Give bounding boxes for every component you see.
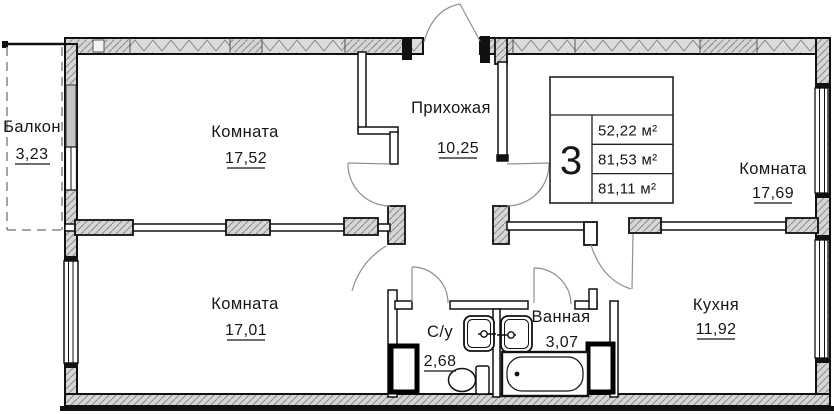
wc-bath-divider [492,308,501,398]
door-swings [347,3,634,305]
room-area: 11,92 [696,321,737,338]
room-top-left-label: Комната 17,52 [211,123,279,169]
balcony-dashed-outline [6,47,63,231]
fixtures [447,315,590,398]
hallway-left-wall [357,51,367,131]
room-area: 17,01 [225,322,267,339]
door-room-17-69 [506,162,550,207]
stamp-rooms-count: 3 [560,139,582,183]
room-label: Кухня [693,296,739,314]
door-kitchen [590,233,634,290]
hallway-right-pier [494,37,508,65]
bath-top-stub [588,288,598,310]
pier [74,219,134,236]
hallway-left-wall-low [389,131,399,165]
pier [225,219,271,236]
room-area: 10,25 [437,140,479,157]
entrance-door-arc [423,3,481,43]
wc-top-wall-a [394,300,413,310]
sink-bathroom [497,315,533,353]
room-label: С/у [427,323,453,341]
room-labels: Комната 17,52 Прихожая 10,25 Комната 17,… [211,99,807,372]
kitchen-label: Кухня 11,92 [693,296,739,340]
bathroom-label: Ванная 3,07 [532,308,591,353]
pier [785,217,819,234]
hallway-label: Прихожая 10,25 [411,99,491,159]
kitchen-door-stub [583,221,598,246]
wc-label: С/у 2,68 [424,323,457,372]
pier [628,217,662,234]
room-label: Комната [211,295,279,313]
room-label: Прихожая [411,99,491,117]
room-label: Комната [211,123,279,141]
mid-wall-right-a [506,221,585,231]
balcony-door [65,84,77,148]
stamp-area-total: 81,11 м² [598,181,656,198]
stamp-grid [550,114,673,203]
bottom-wall-band [60,406,834,411]
ventilation-shafts [388,341,616,395]
pier [343,217,379,236]
wc-top-wall-b [449,300,529,310]
stamp-area-living: 52,22 м² [598,123,657,140]
right-window-upper [814,83,830,198]
door-bathroom [533,267,572,305]
room-area: 2,68 [424,353,457,370]
interior-walls [64,37,819,398]
bottom-wall [64,393,831,407]
top-wall-right [479,37,831,55]
left-window-upper [64,146,78,191]
shaft-wc [388,343,420,395]
room-label: Комната [739,160,807,178]
shaft-kitchen [585,341,616,395]
door-room-17-52 [347,162,391,207]
room-right-label: Комната 17,69 [739,160,807,204]
stamp-area-main: 81,53 м² [598,152,657,169]
stamp-box: 3 52,22 м² 81,53 м² 81,11 м² [549,76,674,204]
room-label: Ванная [532,308,591,326]
balcony-zone: Балкон 3,23 [2,41,66,231]
room-area: 17,52 [225,150,267,167]
entrance-jamb-right [480,36,490,63]
balcony-edge-tick [2,41,8,48]
stamp-border [549,76,674,204]
left-window-lower [63,256,79,368]
hallway-left-jog [357,126,399,135]
bathtub [500,350,590,398]
room-label: Балкон [3,118,61,136]
room-area: 3,23 [16,146,49,163]
exterior-walls [60,36,834,411]
hallway-right-cap [496,154,509,162]
room-area: 17,69 [752,185,794,202]
room-area: 3,07 [546,334,579,351]
sink-wc [463,315,496,352]
right-window-lower [814,235,830,363]
entrance-jamb-left [402,38,412,60]
door-wc [411,266,449,304]
door-room-17-01 [351,245,387,292]
toilet [447,365,490,395]
room-bottom-left-label: Комната 17,01 [211,295,279,341]
hallway-right-wall [497,61,508,158]
